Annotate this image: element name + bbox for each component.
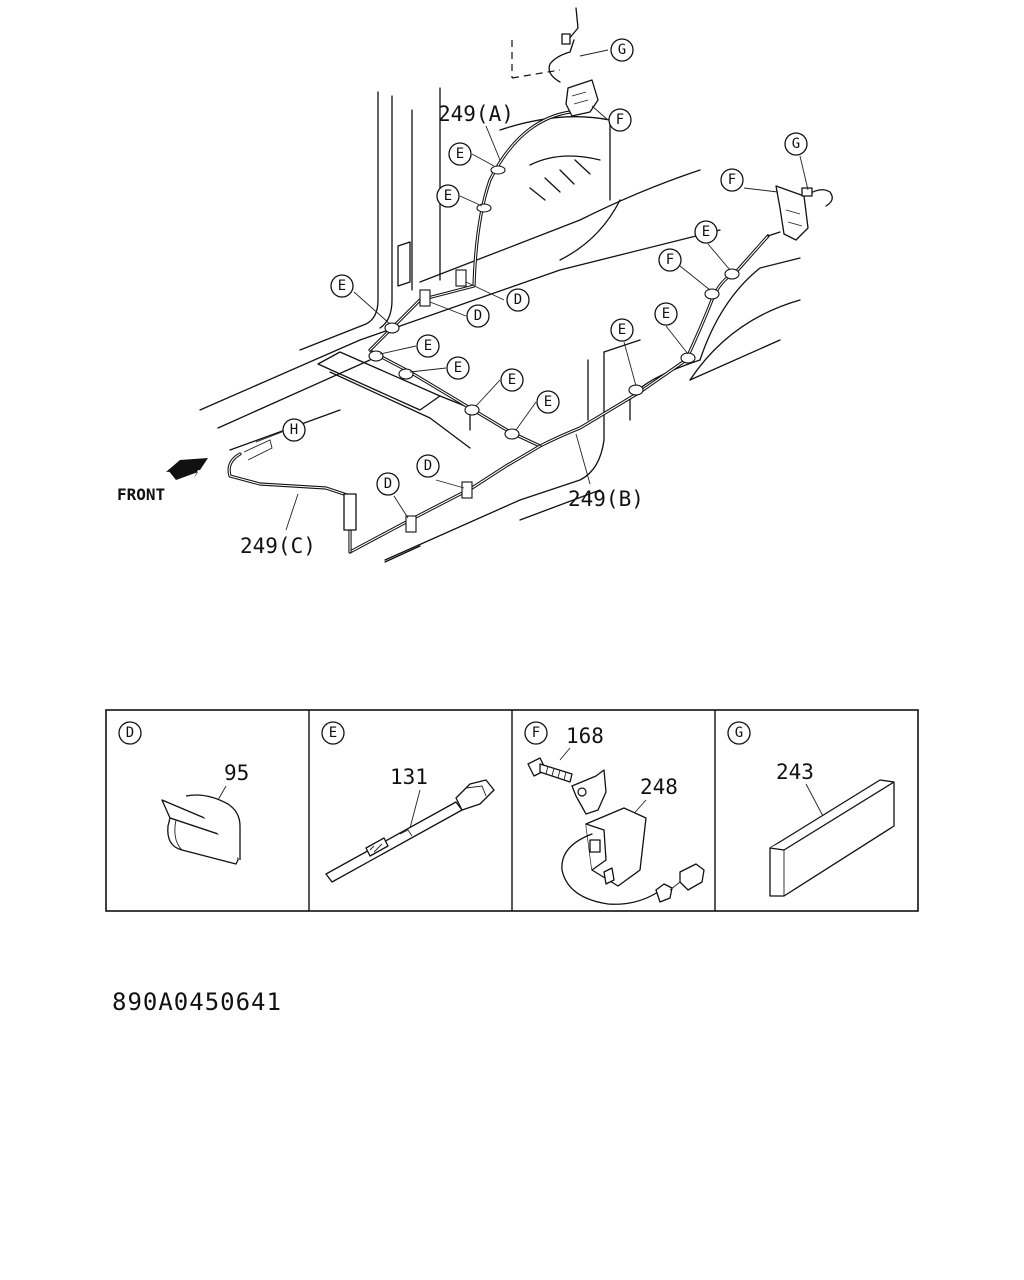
bolt-168-icon (527, 757, 573, 783)
legend-cell-f: F 168 248 (524, 721, 705, 905)
svg-text:E: E (444, 188, 452, 204)
callout-e: E (416, 334, 440, 358)
callout-d: D (376, 472, 400, 496)
svg-text:E: E (508, 372, 516, 388)
label-249a: 249(A) (438, 102, 514, 126)
svg-text:D: D (126, 725, 134, 741)
svg-text:G: G (618, 42, 626, 58)
part-number-168: 168 (566, 724, 604, 748)
part-number-131: 131 (390, 765, 428, 789)
svg-text:D: D (384, 476, 392, 492)
clip-d (461, 481, 473, 499)
clip-e (368, 350, 384, 362)
clip-e (628, 384, 644, 396)
legend-cell-g: G 243 (727, 721, 895, 897)
harness-clips (368, 165, 740, 533)
svg-text:G: G (735, 725, 743, 741)
svg-text:D: D (474, 308, 482, 324)
sensor-248-icon (561, 769, 705, 905)
svg-text:H: H (290, 422, 298, 438)
callout-f-top: F (608, 108, 632, 132)
svg-text:D: D (514, 292, 522, 308)
clip-e (476, 203, 492, 213)
clip-e (464, 404, 480, 416)
svg-text:E: E (702, 224, 710, 240)
clip-e (704, 288, 720, 300)
front-label: FRONT (117, 485, 165, 504)
front-arrow-icon (166, 458, 208, 480)
harness-249a (368, 110, 572, 352)
callout-e: E (330, 274, 354, 298)
callout-e: E (436, 184, 460, 208)
legend-letter-d: D (118, 721, 142, 745)
svg-text:F: F (666, 252, 674, 268)
callout-e: E (536, 390, 560, 414)
legend-cell-e: E 131 (321, 721, 495, 883)
svg-text:E: E (424, 338, 432, 354)
clip-e (724, 268, 740, 280)
callout-f-mid: F (658, 248, 682, 272)
part-number-95: 95 (224, 761, 249, 785)
harness-connector-c (343, 493, 357, 531)
callout-e: E (446, 356, 470, 380)
callout-g-top: G (610, 38, 634, 62)
clip-e (680, 352, 696, 364)
svg-text:E: E (338, 278, 346, 294)
label-249b: 249(B) (568, 487, 644, 511)
part-number-248: 248 (640, 775, 678, 799)
clip-e (384, 322, 400, 334)
pad-243-icon (769, 779, 895, 897)
callout-g-right: G (784, 132, 808, 156)
svg-text:F: F (616, 112, 624, 128)
parts-legend: D 95 E 131 F 168 248 (105, 709, 919, 912)
svg-text:E: E (456, 146, 464, 162)
part-number-243: 243 (776, 760, 814, 784)
svg-text:E: E (544, 394, 552, 410)
harness-diagram: FRONT 249(A) 249(B) 249(C) G F E E E D D… (117, 7, 833, 563)
callout-h: H (282, 418, 306, 442)
legend-letter-f: F (524, 721, 548, 745)
legend-letter-g: G (727, 721, 751, 745)
legend-cell-d: D 95 (118, 721, 249, 865)
callout-d: D (416, 454, 440, 478)
callout-d: D (466, 304, 490, 328)
callout-e: E (610, 318, 634, 342)
svg-text:E: E (454, 360, 462, 376)
clip-e (504, 428, 520, 440)
clip-e (398, 368, 414, 380)
callout-f-right: F (720, 168, 744, 192)
clip-d (419, 289, 431, 307)
clip-d (405, 515, 417, 533)
svg-text:F: F (532, 725, 540, 741)
sensor-bracket-right (767, 185, 833, 241)
svg-text:E: E (662, 306, 670, 322)
cable-tie-131-icon (325, 779, 495, 883)
callout-e: E (694, 220, 718, 244)
clip-e (490, 165, 506, 175)
svg-text:D: D (424, 458, 432, 474)
clip-95-icon (161, 794, 241, 865)
svg-text:G: G (792, 136, 800, 152)
legend-letter-e: E (321, 721, 345, 745)
leader-lines (255, 49, 809, 531)
svg-text:E: E (329, 725, 337, 741)
svg-text:E: E (618, 322, 626, 338)
svg-text:F: F (728, 172, 736, 188)
harness-249b (348, 234, 770, 554)
label-249c: 249(C) (240, 534, 316, 558)
callout-e: E (448, 142, 472, 166)
document-code: 890A0450641 (112, 988, 282, 1016)
sensor-bracket-top (548, 7, 599, 117)
callout-e: E (654, 302, 678, 326)
harness-249c (227, 439, 357, 554)
clip-d (455, 269, 467, 287)
callout-e: E (500, 368, 524, 392)
callout-d: D (506, 288, 530, 312)
